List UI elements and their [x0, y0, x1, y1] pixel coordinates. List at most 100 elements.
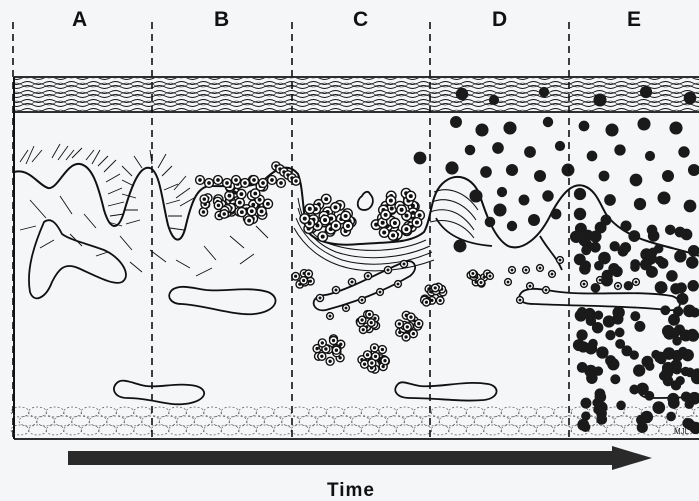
dark-cell [636, 415, 647, 426]
dark-cell [555, 141, 565, 151]
dark-cell [644, 391, 654, 401]
fat-cell [99, 425, 117, 435]
dark-cell [577, 362, 588, 373]
fat-cell [536, 425, 554, 435]
fat-cell [151, 407, 169, 417]
dark-cell [456, 88, 469, 101]
fat-cell [404, 416, 422, 426]
ringed-cell [402, 224, 412, 234]
ringed-cell [318, 339, 326, 347]
ringed-cell [348, 278, 355, 285]
dark-cell [574, 208, 586, 220]
ringed-cell [196, 176, 205, 185]
fat-cell [64, 425, 82, 435]
dark-cell [589, 230, 601, 242]
dark-cell [593, 93, 606, 106]
ringed-cell [400, 260, 407, 267]
fat-cell [344, 407, 362, 417]
dark-cell [630, 174, 643, 187]
dark-cell [503, 121, 516, 134]
artist-signature: MJL [674, 427, 690, 436]
dark-cell [610, 374, 620, 384]
dark-cell [640, 86, 652, 98]
ringed-cell [358, 316, 366, 324]
dark-cell [665, 225, 676, 236]
fat-cell [291, 425, 309, 435]
dark-cell [673, 306, 683, 316]
ringed-cell [245, 216, 254, 225]
dark-cell [590, 242, 601, 253]
dark-cell [612, 306, 624, 318]
fat-cell [379, 425, 397, 435]
dark-cell [637, 117, 650, 130]
fat-cell [466, 407, 484, 417]
fat-cell [309, 407, 327, 417]
dark-cell [678, 146, 689, 157]
dark-cell [581, 422, 591, 432]
ringed-cell [366, 311, 374, 319]
ringed-cell [331, 221, 341, 231]
dark-cell [684, 92, 697, 105]
ringed-cell [259, 179, 268, 188]
ringed-cell [395, 281, 402, 288]
dark-cell [607, 358, 619, 370]
ringed-cell [549, 271, 556, 278]
dark-cell [605, 330, 615, 340]
dark-cell [688, 245, 699, 257]
dark-cell [660, 305, 670, 315]
fat-cell [72, 416, 90, 426]
dark-cell [594, 366, 603, 375]
ringed-cell [250, 176, 259, 185]
dark-cell [596, 346, 608, 358]
ringed-cell [205, 179, 214, 188]
fat-cell [99, 407, 117, 417]
dark-cell [640, 259, 652, 271]
dark-cell [528, 214, 540, 226]
dark-cell [658, 192, 671, 205]
fat-cell [396, 425, 414, 435]
dark-cell [507, 221, 517, 231]
fat-cell [204, 407, 222, 417]
dark-cell [579, 121, 590, 132]
panel-label-d: D [492, 8, 507, 31]
ringed-cell [403, 323, 411, 331]
ringed-cell [247, 207, 256, 216]
fat-cell [344, 425, 362, 435]
ringed-cell [415, 320, 423, 328]
fat-cell [256, 407, 274, 417]
ringed-cell [368, 359, 376, 367]
ringed-cell [397, 205, 407, 215]
dark-cell [683, 305, 696, 318]
dark-cell [454, 240, 467, 253]
ringed-cell [232, 176, 241, 185]
fat-cell [449, 425, 467, 435]
fat-cell [519, 425, 537, 435]
dark-cell [628, 230, 640, 242]
fat-cell [221, 407, 239, 417]
ringed-cell [321, 194, 331, 204]
ringed-cell [517, 297, 524, 304]
fat-cell [414, 425, 432, 435]
dark-cell [634, 198, 646, 210]
fat-cell [169, 425, 187, 435]
fat-cell [221, 425, 239, 435]
fat-cell [589, 425, 607, 435]
fat-cell [484, 425, 502, 435]
ringed-cell [381, 210, 391, 220]
dark-cell [630, 262, 640, 272]
fat-cell [352, 416, 370, 426]
ringed-cell [223, 179, 232, 188]
dark-cell [587, 151, 598, 162]
ringed-cell [509, 267, 516, 274]
dark-cell [654, 244, 664, 254]
fat-cell [614, 416, 632, 426]
dark-cell [603, 315, 615, 327]
dark-cell [489, 95, 499, 105]
dark-cell [551, 209, 562, 220]
fat-cell [414, 407, 432, 417]
time-axis-label: Time [327, 480, 375, 501]
dark-cell [497, 187, 507, 197]
fat-cell [264, 416, 282, 426]
ringed-cell [379, 228, 389, 238]
